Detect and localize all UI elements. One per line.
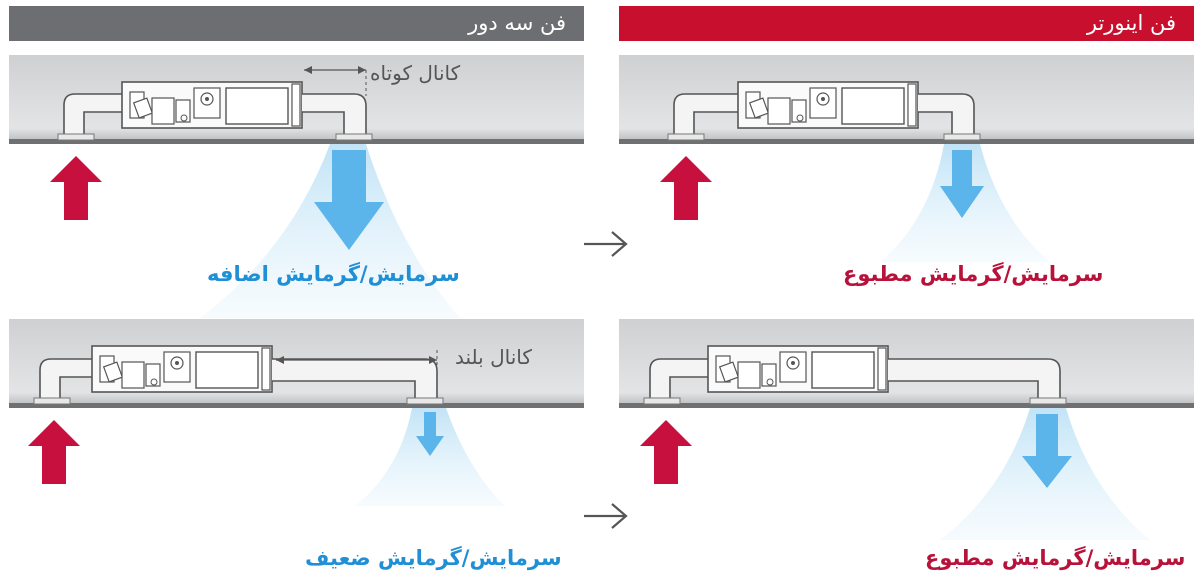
supply-arrow-medium — [1022, 414, 1072, 488]
intake-arrow — [28, 420, 80, 484]
intake-arrow — [660, 156, 712, 220]
intake-arrow — [50, 156, 102, 220]
result-label-weak: سرمایش/گرمایش ضعیف — [305, 546, 562, 570]
header-three-speed-fan: فن سه دور — [9, 6, 584, 41]
header-inverter-fan: فن اینورتر — [619, 6, 1194, 41]
result-label-extra: سرمایش/گرمایش اضافه — [207, 262, 460, 286]
panel-top-left — [9, 55, 584, 318]
supply-arrow-small — [416, 412, 444, 456]
transition-arrow-bottom — [584, 503, 628, 529]
intake-arrow — [640, 420, 692, 484]
airflow-cone — [200, 144, 460, 318]
panel-bottom-right — [619, 319, 1194, 540]
short-channel-label: کانال کوتاه — [370, 61, 461, 85]
supply-arrow-large — [314, 150, 384, 250]
long-channel-label: کانال بلند — [455, 345, 532, 369]
transition-arrow-top — [584, 231, 628, 257]
panel-bottom-left — [9, 319, 584, 506]
airflow-cone — [355, 408, 505, 506]
result-label-comfort-top: سرمایش/گرمایش مطبوع — [843, 262, 1104, 286]
supply-arrow-medium — [940, 150, 984, 218]
result-label-comfort-bottom: سرمایش/گرمایش مطبوع — [925, 546, 1186, 570]
panel-top-right — [619, 55, 1194, 262]
